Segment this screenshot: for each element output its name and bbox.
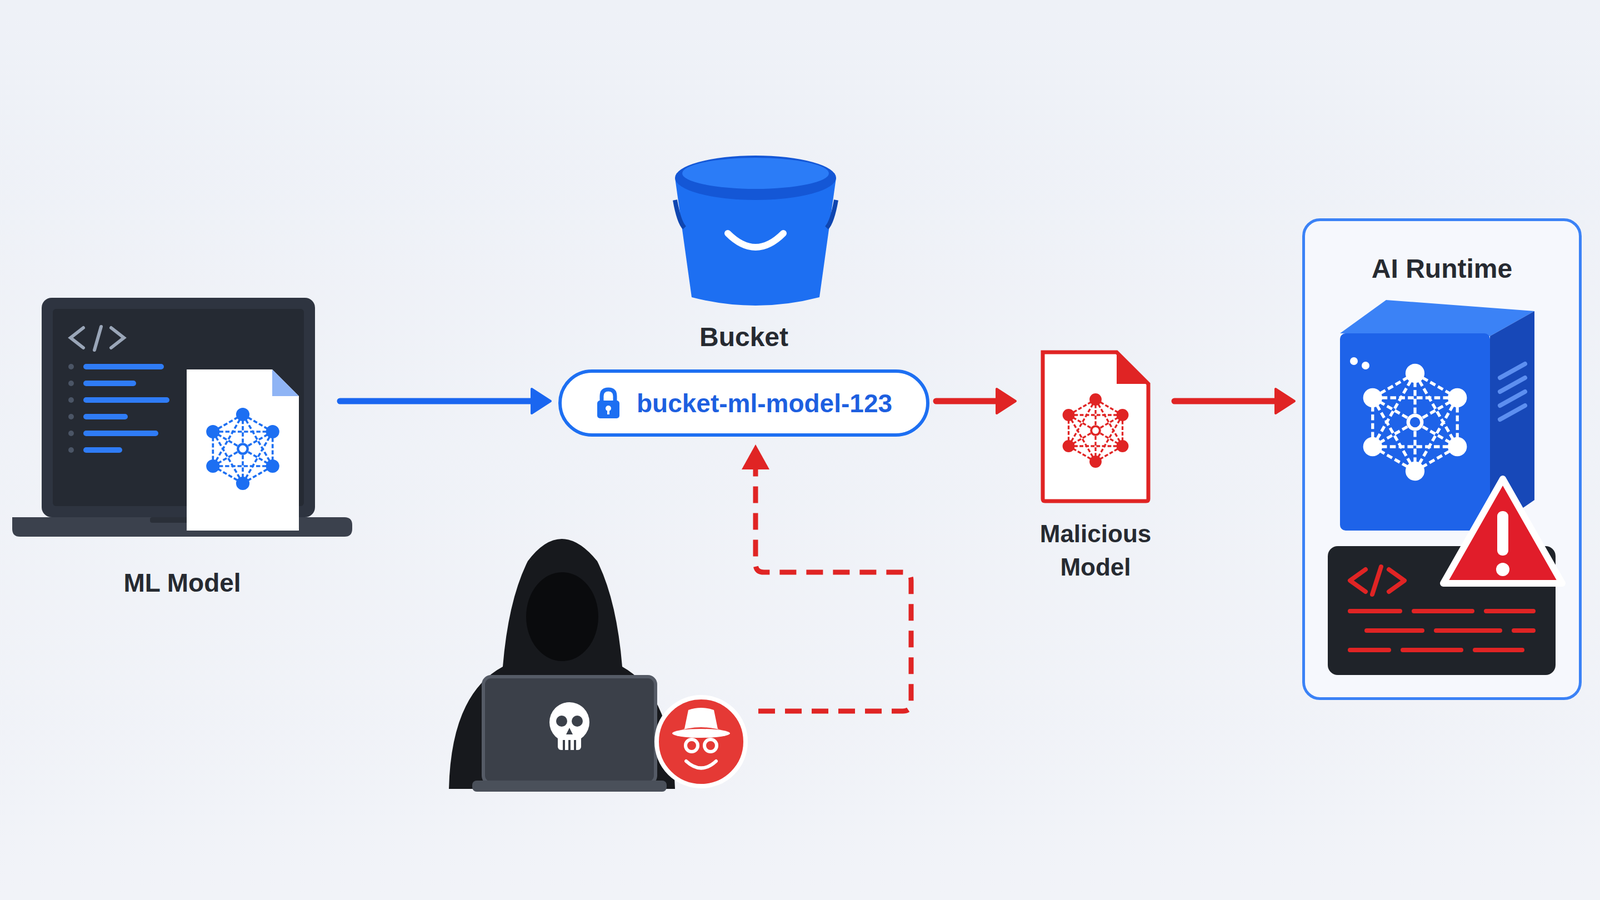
attack-path (741, 444, 912, 712)
network-icon (207, 408, 278, 489)
warning-icon (1443, 478, 1563, 584)
runtime-panel: AI Runtime (1302, 218, 1582, 700)
laptop-model-node: ML Model (12, 297, 334, 598)
bucket-pill: Bucketbucket-ml-model-123 (558, 369, 930, 437)
spy-badge (656, 697, 746, 787)
hacker-figure (448, 538, 675, 792)
runtime-panel-fill (1302, 218, 1582, 700)
network-icon (1063, 394, 1128, 467)
laptop-icon (12, 297, 353, 537)
flow-arrow (1174, 388, 1295, 414)
flow-arrow (340, 388, 551, 414)
panel-title: AI Runtime (1305, 253, 1579, 284)
node-label: ML Model (123, 567, 241, 598)
lock-icon (595, 387, 622, 420)
bucket-name: bucket-ml-model-123 (636, 388, 893, 419)
flow-arrow (936, 388, 1016, 414)
malicious-document-icon (1042, 352, 1149, 502)
malicious-model-node: Malicious Model (1023, 350, 1168, 584)
network-icon (1365, 365, 1466, 479)
bucket-icon (675, 155, 837, 306)
node-label: Malicious Model (1028, 517, 1163, 584)
bucket-heading: Bucket (561, 321, 927, 353)
